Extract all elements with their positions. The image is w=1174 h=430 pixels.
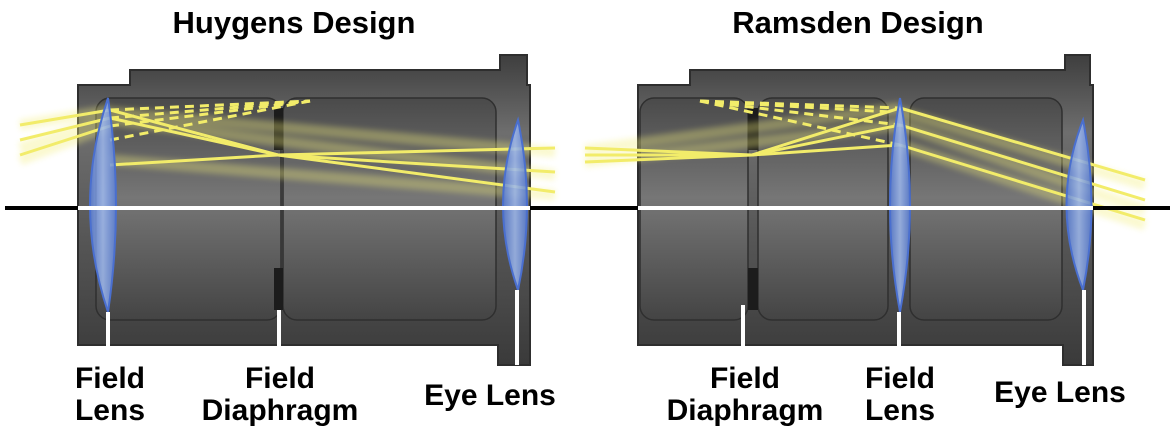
ramsden-eye-lens-label: Eye Lens bbox=[994, 376, 1126, 409]
huygens-field-diaphragm-label-line1: Field bbox=[245, 362, 315, 395]
huygens-field-lens-label-line1: Field bbox=[75, 362, 145, 395]
huygens-title: Huygens Design bbox=[173, 5, 416, 40]
ramsden-panel: Ramsden Design bbox=[584, 5, 1147, 427]
ramsden-field-diaphragm-bottom bbox=[748, 268, 758, 310]
ramsden-field-diaphragm-label-line1: Field bbox=[710, 362, 780, 395]
ramsden-title: Ramsden Design bbox=[732, 5, 984, 40]
huygens-panel: Huygens Design bbox=[18, 5, 556, 427]
huygens-field-diaphragm-label-line2: Diaphragm bbox=[202, 394, 359, 427]
ramsden-field-diaphragm-label-line2: Diaphragm bbox=[667, 394, 824, 427]
ramsden-light-rays bbox=[584, 99, 1147, 231]
huygens-field-lens-label-line2: Lens bbox=[75, 394, 145, 427]
huygens-eye-lens-label: Eye Lens bbox=[424, 379, 556, 412]
huygens-field-diaphragm-bottom bbox=[274, 268, 283, 310]
ramsden-field-lens-label-line1: Field bbox=[865, 362, 935, 395]
ramsden-field-lens-label-line2: Lens bbox=[865, 394, 935, 427]
